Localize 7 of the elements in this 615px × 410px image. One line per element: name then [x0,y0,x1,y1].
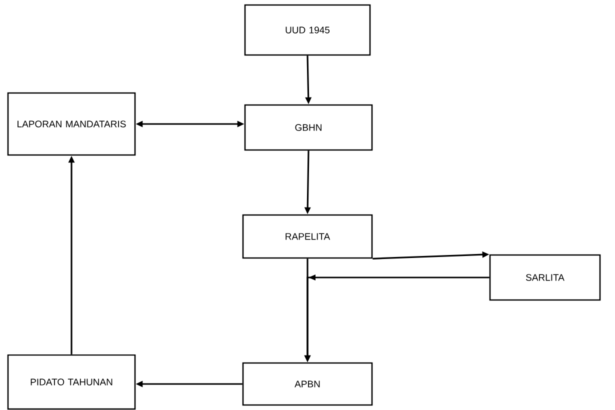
process-box: SARLITA [489,254,601,301]
process-box: UUD 1945 [244,4,371,56]
process-box: PIDATO TAHUNAN [7,354,136,410]
process-box: RAPELITA [242,214,373,259]
process-box: GBHN [244,104,373,151]
process-box: LAPORAN MANDATARIS [7,92,136,156]
process-box: APBN [242,362,373,406]
